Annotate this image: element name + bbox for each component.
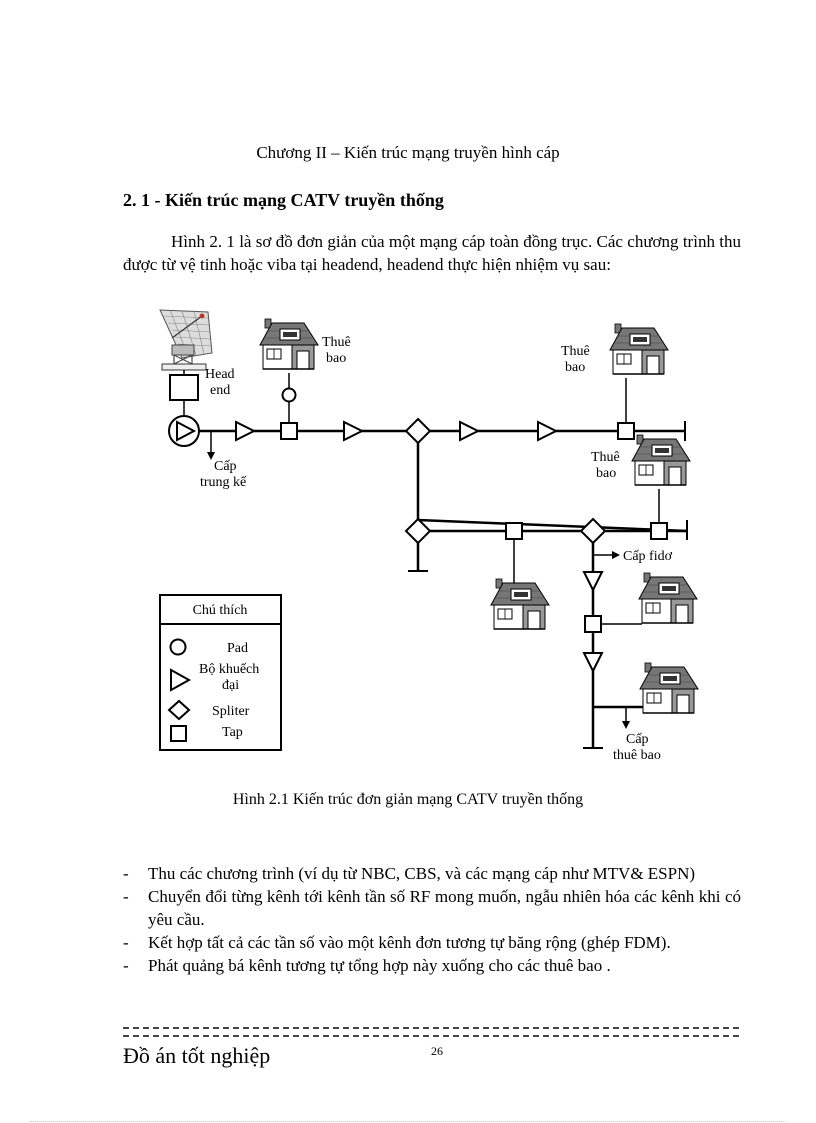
tap-icon (280, 422, 298, 440)
subscriber-label: bao (565, 360, 585, 375)
headend-amplifier-icon (168, 415, 200, 447)
splitter-icon (579, 517, 607, 545)
intro-paragraph: Hình 2. 1 là sơ đồ đơn giản của một mạng… (123, 232, 741, 274)
footer-title: Đồ án tốt nghiệp (123, 1043, 271, 1068)
legend-splitter-label: Spliter (212, 704, 250, 719)
list-item: -Chuyển đổi từng kênh tới kênh tần số RF… (123, 887, 741, 929)
subscriber-label: bao (596, 466, 616, 481)
subscriber-house-icon (631, 434, 691, 486)
chapter-title: Chương II – Kiến trúc mạng truyền hình c… (256, 143, 560, 162)
subscriber-house-icon (490, 578, 550, 630)
headend-label: end (210, 383, 230, 398)
legend-pad-label: Pad (227, 641, 248, 656)
figure-caption: Hình 2.1 Kiến trúc đơn giản mạng CATV tr… (232, 791, 584, 808)
list-item: -Phát quảng bá kênh tương tự tổng hợp nà… (123, 956, 611, 975)
legend-amplifier-label: đại (222, 678, 239, 693)
bullet-marker: - (123, 956, 129, 975)
amplifier-icon (537, 420, 559, 442)
list-item: -Thu các chương trình (ví dụ từ NBC, CBS… (123, 864, 696, 883)
bullet-marker: - (123, 864, 129, 883)
subscriber-house-icon (639, 662, 699, 714)
pad-icon (281, 387, 297, 403)
subscriber-house-icon (609, 323, 669, 375)
legend-tap-icon (170, 725, 187, 742)
amplifier-icon (582, 652, 604, 674)
tap-icon (650, 522, 668, 540)
subscriber-label: Thuê (561, 344, 590, 359)
bullet-marker: - (123, 933, 129, 952)
tap-icon (505, 522, 523, 540)
drop-cable-label: Cấp (626, 732, 649, 747)
legend-amplifier-icon (170, 668, 192, 692)
footer-rule (123, 1027, 739, 1037)
legend-amplifier-label: Bộ khuếch (199, 662, 259, 677)
bullet-marker: - (123, 887, 129, 906)
diagram-legend: Chú thích Pad Bộ khuếch đại Spliter Tap (159, 594, 282, 751)
headend-label: Head (205, 367, 235, 382)
legend-splitter-icon (167, 699, 191, 721)
tap-icon (617, 422, 635, 440)
page-bottom-divider (30, 1121, 786, 1122)
trunk-cable-label: trung kế (200, 475, 247, 490)
legend-title: Chú thích (193, 603, 248, 618)
subscriber-label: bao (326, 351, 346, 366)
list-item: -Kết hợp tất cả các tần số vào một kênh … (123, 933, 671, 952)
splitter-icon (404, 417, 432, 445)
amplifier-icon (343, 420, 365, 442)
page-number: 26 (431, 1044, 443, 1058)
subscriber-house-icon (259, 318, 319, 370)
section-heading: 2. 1 - Kiến trúc mạng CATV truyền thống (123, 190, 444, 210)
satellite-dish-icon (159, 309, 213, 371)
trunk-cable-label: Cấp (214, 459, 237, 474)
bullet-list: -Thu các chương trình (ví dụ từ NBC, CBS… (123, 862, 741, 977)
subscriber-label: Thuê (322, 335, 351, 350)
legend-pad-icon (169, 638, 187, 656)
amplifier-icon (235, 420, 257, 442)
tap-icon (584, 615, 602, 633)
headend-box (169, 374, 199, 401)
fiber-cable-label: Cấp fidơ (623, 549, 673, 564)
catv-architecture-diagram: Head end Thuê bao Thuê bao Thuê bao Cấp … (159, 309, 699, 763)
amplifier-icon (459, 420, 481, 442)
splitter-icon (404, 517, 432, 545)
amplifier-icon (582, 571, 604, 593)
subscriber-label: Thuê (591, 450, 620, 465)
subscriber-house-icon (638, 572, 698, 624)
drop-cable-label: thuê bao (613, 748, 661, 763)
legend-tap-label: Tap (222, 725, 243, 740)
